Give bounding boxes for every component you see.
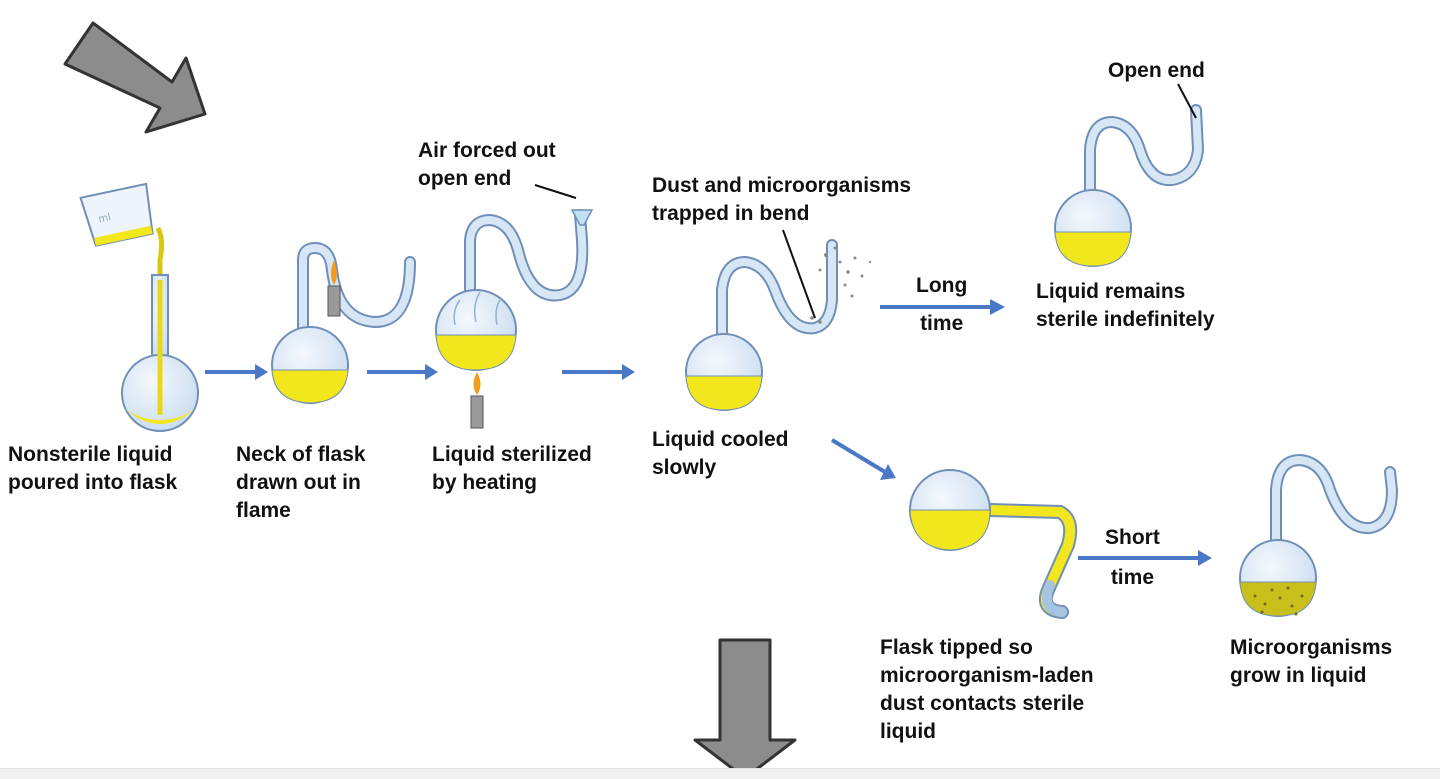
arrow-to-tipped (830, 438, 896, 480)
label-air-forced-out: Air forced out open end (418, 139, 556, 190)
big-gray-arrow-diagonal (63, 21, 207, 134)
label-dust-trapped: Dust and microorganisms trapped in bend (652, 174, 912, 225)
flask-contaminated (1239, 453, 1399, 617)
step2-flask-flame (271, 241, 416, 404)
label-tipped: Flask tipped so microorganism-laden dust… (880, 636, 1094, 743)
big-gray-arrow-down (693, 638, 797, 778)
label-short-time: Short time (1105, 526, 1160, 589)
label-open-end: Open end (1108, 59, 1205, 82)
label-long-time: Long time (916, 274, 968, 335)
step1-beaker-flask: ml (79, 182, 199, 432)
bottom-edge-bar (0, 768, 1440, 779)
svg-text:ml: ml (97, 212, 112, 225)
arrow-1-to-2 (205, 364, 268, 380)
arrow-long-time (880, 299, 1005, 315)
label-sterile: Liquid remains sterile indefinitely (1036, 280, 1215, 331)
label-grow: Microorganisms grow in liquid (1230, 636, 1393, 687)
process-arrows (205, 299, 1212, 566)
label-step4: Liquid cooled slowly (652, 428, 789, 479)
arrow-2-to-3 (367, 364, 438, 380)
label-step3: Liquid sterilized by heating (432, 443, 592, 494)
label-step2: Neck of flask drawn out in flame (236, 443, 366, 522)
label-step1: Nonsterile liquid poured into flask (8, 443, 178, 494)
flask-sterile (1054, 83, 1205, 267)
arrow-3-to-4 (562, 364, 635, 380)
arrow-short-time (1078, 550, 1212, 566)
step4-flask-cooled (685, 229, 872, 411)
step3-flask-heating (435, 184, 594, 429)
flask-tipped (909, 469, 1078, 619)
